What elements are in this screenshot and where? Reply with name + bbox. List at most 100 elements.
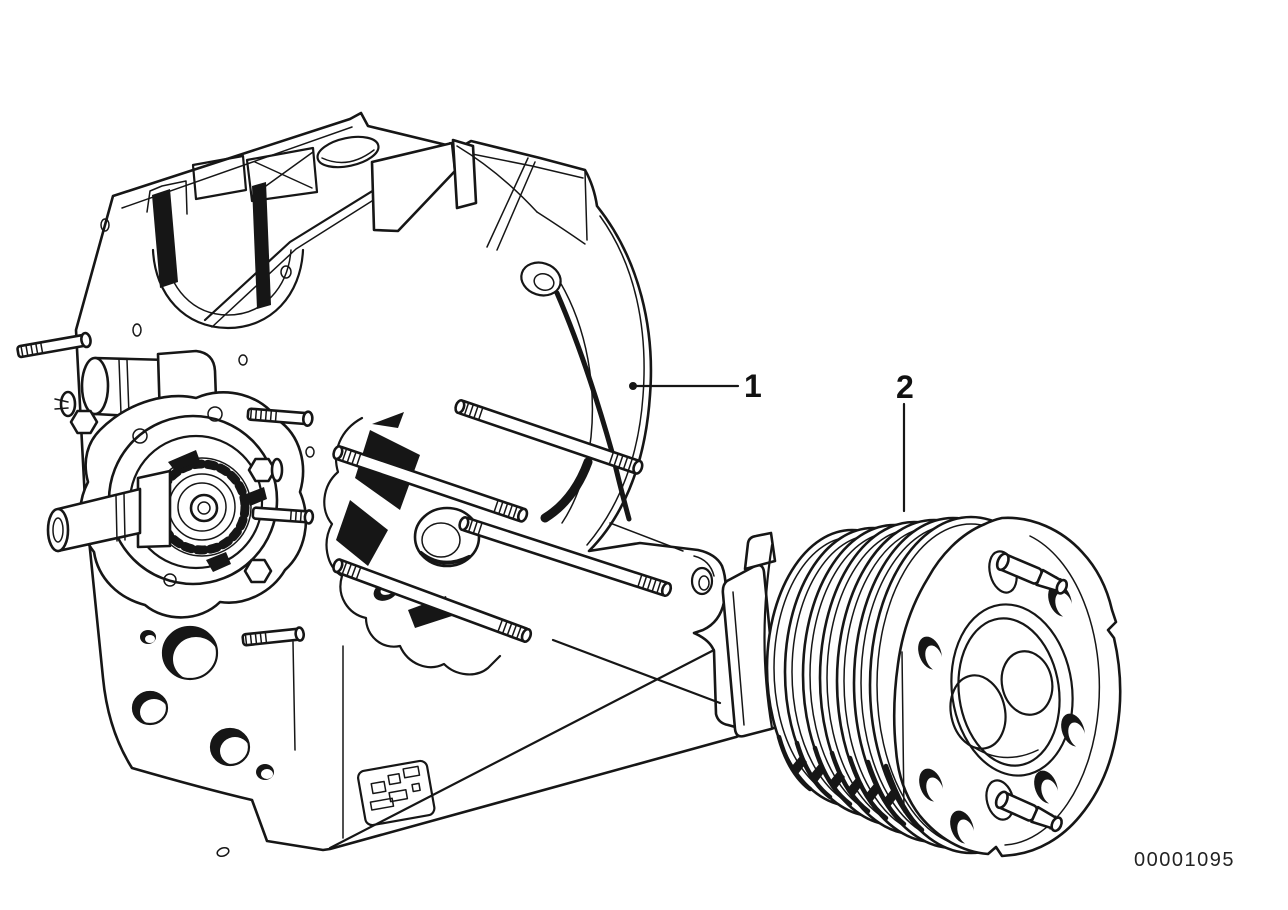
bore-shadow-2 xyxy=(336,500,388,566)
gallery-hole-small-1 xyxy=(140,630,156,644)
head-stud-hole-dark xyxy=(1034,770,1059,805)
top-pocket-left xyxy=(191,154,248,201)
upper-wall-hole xyxy=(520,261,562,297)
buttress-line-1 xyxy=(486,157,529,248)
long-stud-3 xyxy=(332,558,533,643)
head-stud-hole-dark xyxy=(1048,583,1073,618)
chamber-right xyxy=(1000,650,1054,716)
fin-notch xyxy=(811,763,826,782)
crank-shaft-bore xyxy=(52,517,64,543)
cam-boss-bore xyxy=(421,522,461,558)
cylinder xyxy=(721,515,1122,858)
fin-shadow xyxy=(829,750,871,814)
cylinder-studs xyxy=(332,399,673,643)
gallery-hole-mid-1 xyxy=(131,690,169,726)
hex-nut-left xyxy=(69,409,99,435)
drawing-number: 00001095 xyxy=(1134,849,1235,871)
callout-2[interactable]: 2 xyxy=(896,369,914,513)
mount-lug-hole xyxy=(690,566,714,596)
gasket-scallop xyxy=(323,416,502,676)
pocket-rib-2 xyxy=(254,161,313,189)
face-hole-e xyxy=(305,446,315,458)
flange-bolt-hole-2 xyxy=(207,406,223,422)
deck-right-edge xyxy=(451,149,584,179)
buttress-line-2 xyxy=(496,161,536,251)
face-hole-d xyxy=(238,354,248,366)
face-hole-b xyxy=(132,323,142,337)
hub-center-bore xyxy=(197,501,211,515)
callout-1-dot xyxy=(629,382,637,390)
bore-detail-arc xyxy=(974,747,1039,759)
callout-1-label[interactable]: 1 xyxy=(744,368,762,404)
cam-boss-shadow xyxy=(419,551,471,565)
fin-notch xyxy=(830,770,845,789)
spigot-arc xyxy=(763,543,774,730)
gallery-hole-large xyxy=(161,625,219,681)
fin-shadow xyxy=(812,745,853,807)
tunnel-wall-right xyxy=(451,138,478,210)
flange-rim-inner xyxy=(586,215,645,546)
fin-shadow xyxy=(883,763,925,833)
deck-edge-b xyxy=(328,648,716,850)
tunnel-wall-left xyxy=(370,141,457,233)
callout-1[interactable]: 1 xyxy=(629,368,762,404)
stud-right-mid xyxy=(251,506,315,525)
head-stud-hole-dark xyxy=(1061,713,1086,748)
fin-shadow xyxy=(776,734,813,792)
top-slot-shadow-right xyxy=(252,182,271,309)
flange-bolt-hole-1 xyxy=(132,428,148,444)
bore-outer xyxy=(950,603,1074,777)
nut-left xyxy=(54,390,99,435)
stud-left-upper xyxy=(16,331,92,359)
mount-lug-hole-inner xyxy=(698,575,710,591)
deck-top-edge xyxy=(609,522,684,552)
head-stud-top xyxy=(995,552,1069,595)
head-stud-bottom xyxy=(994,790,1063,833)
crank-shaft-end xyxy=(46,507,70,553)
fin-notch xyxy=(865,784,880,803)
fin-shadow xyxy=(794,740,833,800)
head-stud-hole-dark xyxy=(950,810,975,845)
face-hole-a xyxy=(100,218,110,232)
face-back-edge xyxy=(901,651,905,813)
callout-2-label[interactable]: 2 xyxy=(896,369,914,405)
tunnel-curve-2 xyxy=(536,211,586,245)
face-inner-rim xyxy=(1004,535,1101,846)
crank-collar xyxy=(136,469,172,549)
washer-right-upper xyxy=(270,457,284,483)
mount-lug-line xyxy=(693,555,715,577)
flange-bolt-hole-3 xyxy=(163,573,177,587)
top-pocket-ribbed xyxy=(245,146,319,203)
deck-edge-a xyxy=(551,638,722,705)
hex-nut-right-upper xyxy=(247,457,277,483)
engine-block xyxy=(16,111,752,858)
face-hole-c xyxy=(280,265,292,279)
fin-notch xyxy=(792,755,807,774)
chain-shadow-3 xyxy=(206,552,231,572)
sump-corner-edge-1 xyxy=(292,641,296,751)
hex-nut-right-lower xyxy=(243,558,273,584)
chamber-left xyxy=(949,674,1007,750)
gallery-hole-small-2 xyxy=(256,764,274,780)
upper-wall-hole-inner xyxy=(533,273,555,291)
stud-right-upper xyxy=(246,407,314,427)
sprocket-bore xyxy=(177,482,227,532)
hub-center-cap xyxy=(189,493,219,523)
long-stud-1 xyxy=(454,399,644,475)
head-stud-hole-dark xyxy=(918,636,943,671)
washer-left xyxy=(59,390,77,418)
chain-shadow-2 xyxy=(246,487,267,506)
top-slot-shadow-left xyxy=(152,189,178,288)
fin-notch xyxy=(883,789,898,808)
chain-shadow-1 xyxy=(168,450,200,471)
identification-plate xyxy=(357,759,436,827)
long-stud-2 xyxy=(332,445,529,523)
stud-face-lower xyxy=(241,626,306,647)
head-stud-hole-dark xyxy=(919,768,944,803)
tunnel-curve-1 xyxy=(456,145,538,213)
top-oval-port xyxy=(316,135,380,169)
gallery-hole-mid-2 xyxy=(209,727,251,767)
long-stud-4 xyxy=(458,516,673,598)
